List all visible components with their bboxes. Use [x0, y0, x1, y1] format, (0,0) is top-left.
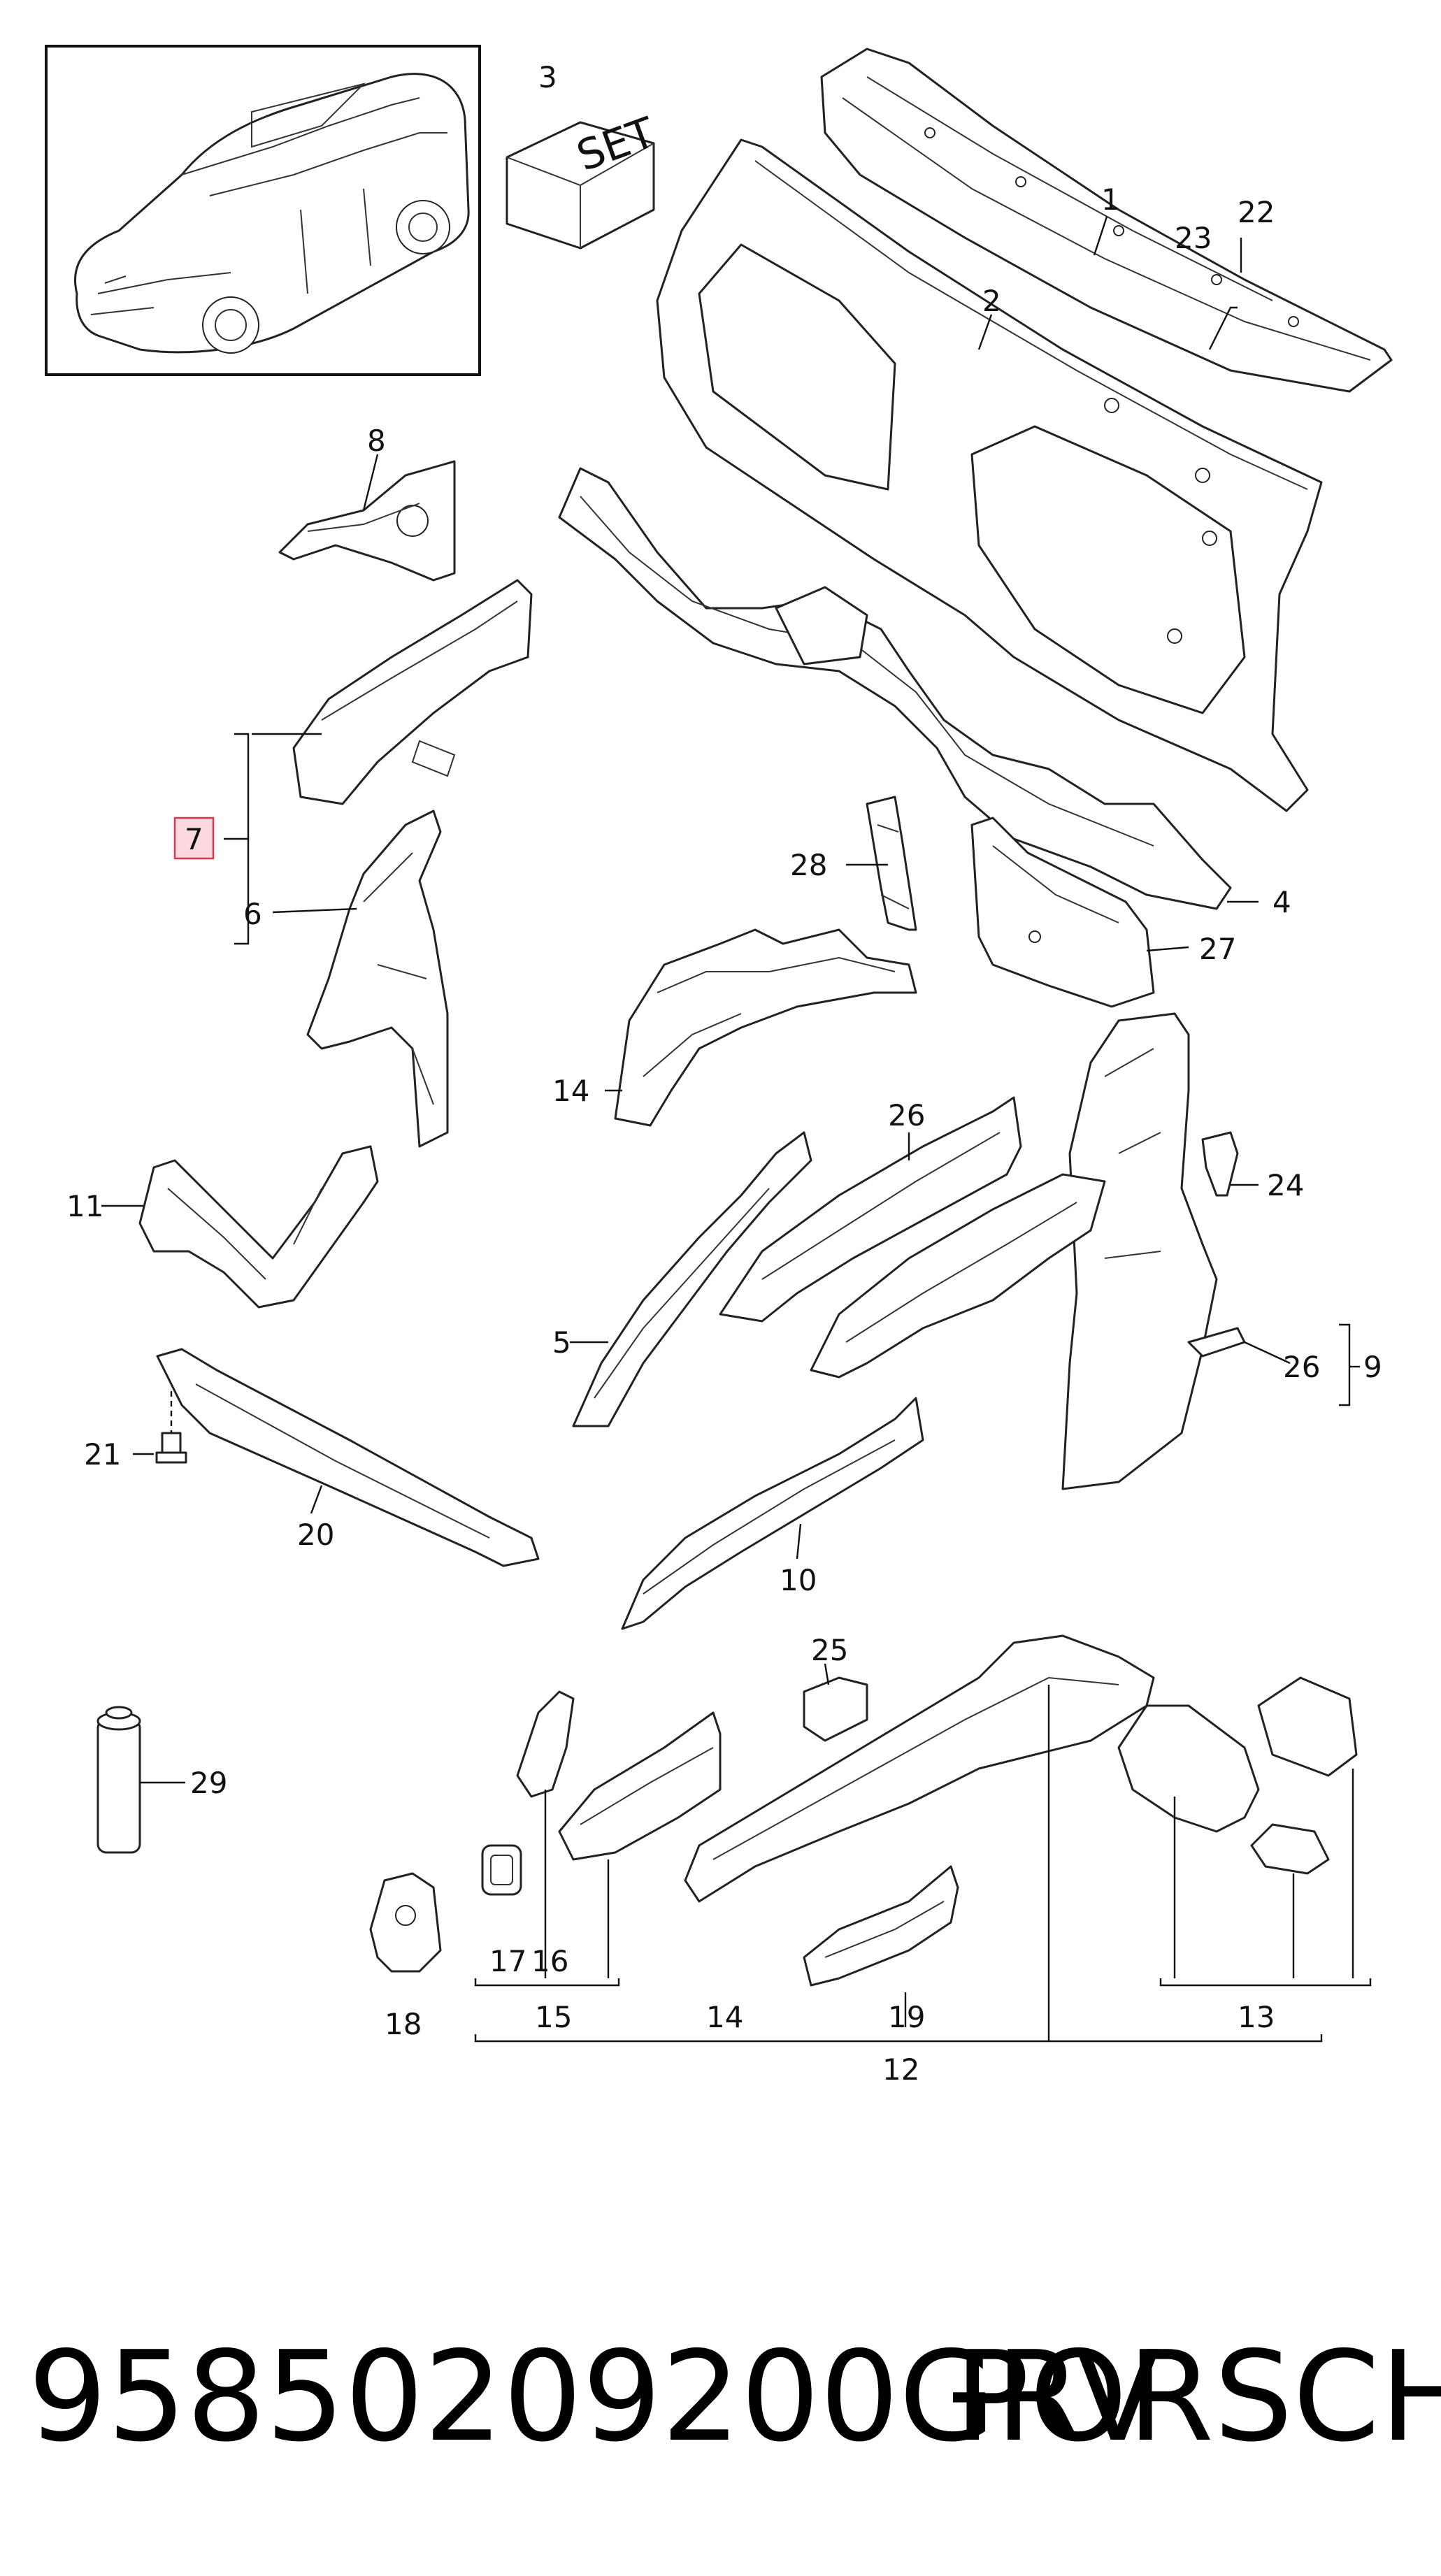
part-28-bracket — [866, 796, 917, 931]
part-5-rail — [572, 1131, 812, 1427]
callout-5: 5 — [552, 1325, 571, 1360]
callout-15: 15 — [535, 2000, 572, 2034]
part-26-sill-member — [719, 1096, 1022, 1323]
part-27-panel — [970, 816, 1155, 1008]
callout-20: 20 — [297, 1518, 334, 1552]
callout-labels: 1 2 3 22 23 8 7 6 4 28 27 14 26 24 26 9 … — [66, 60, 1382, 2087]
part-25-bracket — [803, 1676, 868, 1742]
part-18-bracket — [369, 1872, 442, 1973]
callout-28: 28 — [790, 848, 827, 882]
part-14-wheelhouse — [614, 928, 917, 1127]
callout-26a: 26 — [888, 1098, 925, 1132]
callout-21: 21 — [84, 1437, 121, 1472]
part-14-lower-strip — [558, 1711, 722, 1861]
part-17-grommet — [481, 1844, 522, 1896]
callout-23: 23 — [1175, 221, 1212, 255]
callout-12: 12 — [882, 2052, 919, 2087]
callout-26b: 26 — [1283, 1350, 1320, 1384]
part-12-long-member — [684, 1634, 1155, 1903]
part-10-member — [621, 1397, 924, 1630]
callout-6: 6 — [243, 897, 262, 931]
part-20-cross-member — [156, 1348, 540, 1567]
part-9-a-pillar — [810, 1012, 1246, 1490]
part-7-upper-member — [292, 579, 533, 805]
part-2-front-bulkhead — [656, 138, 1323, 812]
callout-4: 4 — [1272, 885, 1291, 919]
callout-19: 19 — [888, 2000, 925, 2034]
callout-24: 24 — [1267, 1168, 1304, 1202]
callout-17: 17 — [489, 1944, 526, 1978]
callout-2: 2 — [982, 284, 1001, 318]
callout-1: 1 — [1101, 182, 1120, 217]
part-16-bracket — [516, 1690, 575, 1798]
footer: 95850209200GRV PORSCHE — [28, 2324, 1441, 2469]
part-6-inner-member — [306, 810, 449, 1148]
part-8-bracket — [278, 460, 456, 582]
callout-7-highlight — [173, 816, 215, 860]
vehicle-thumbnail — [45, 45, 481, 376]
callout-10: 10 — [780, 1563, 817, 1597]
callout-22: 22 — [1238, 195, 1275, 229]
callout-14b: 14 — [706, 2000, 743, 2034]
part-13-group — [1117, 1676, 1358, 1875]
part-29-cylinder — [96, 1706, 141, 1854]
part-number: 95850209200GRV — [28, 2324, 1160, 2469]
leader-lines — [101, 216, 1372, 2043]
callout-25: 25 — [811, 1633, 848, 1667]
callout-9: 9 — [1363, 1350, 1382, 1384]
part-11-member — [138, 1145, 379, 1309]
callout-16: 16 — [531, 1944, 568, 1978]
part-19-strip — [803, 1865, 959, 1987]
callout-7: 7 — [185, 822, 203, 856]
callout-11: 11 — [66, 1189, 103, 1223]
part-24-clip — [1201, 1131, 1239, 1197]
brand-name: PORSCHE — [954, 2324, 1441, 2469]
callout-3: 3 — [538, 60, 557, 94]
callout-13: 13 — [1238, 2000, 1275, 2034]
set-box-part-3: SET — [506, 108, 661, 250]
callout-14a: 14 — [552, 1074, 589, 1108]
part-4-wheelhouse-member — [558, 467, 1232, 910]
callout-18: 18 — [385, 2007, 422, 2041]
callout-27: 27 — [1199, 932, 1236, 966]
callout-29: 29 — [190, 1766, 227, 1800]
callout-8: 8 — [367, 424, 386, 458]
part-21-bolt — [155, 1391, 187, 1464]
